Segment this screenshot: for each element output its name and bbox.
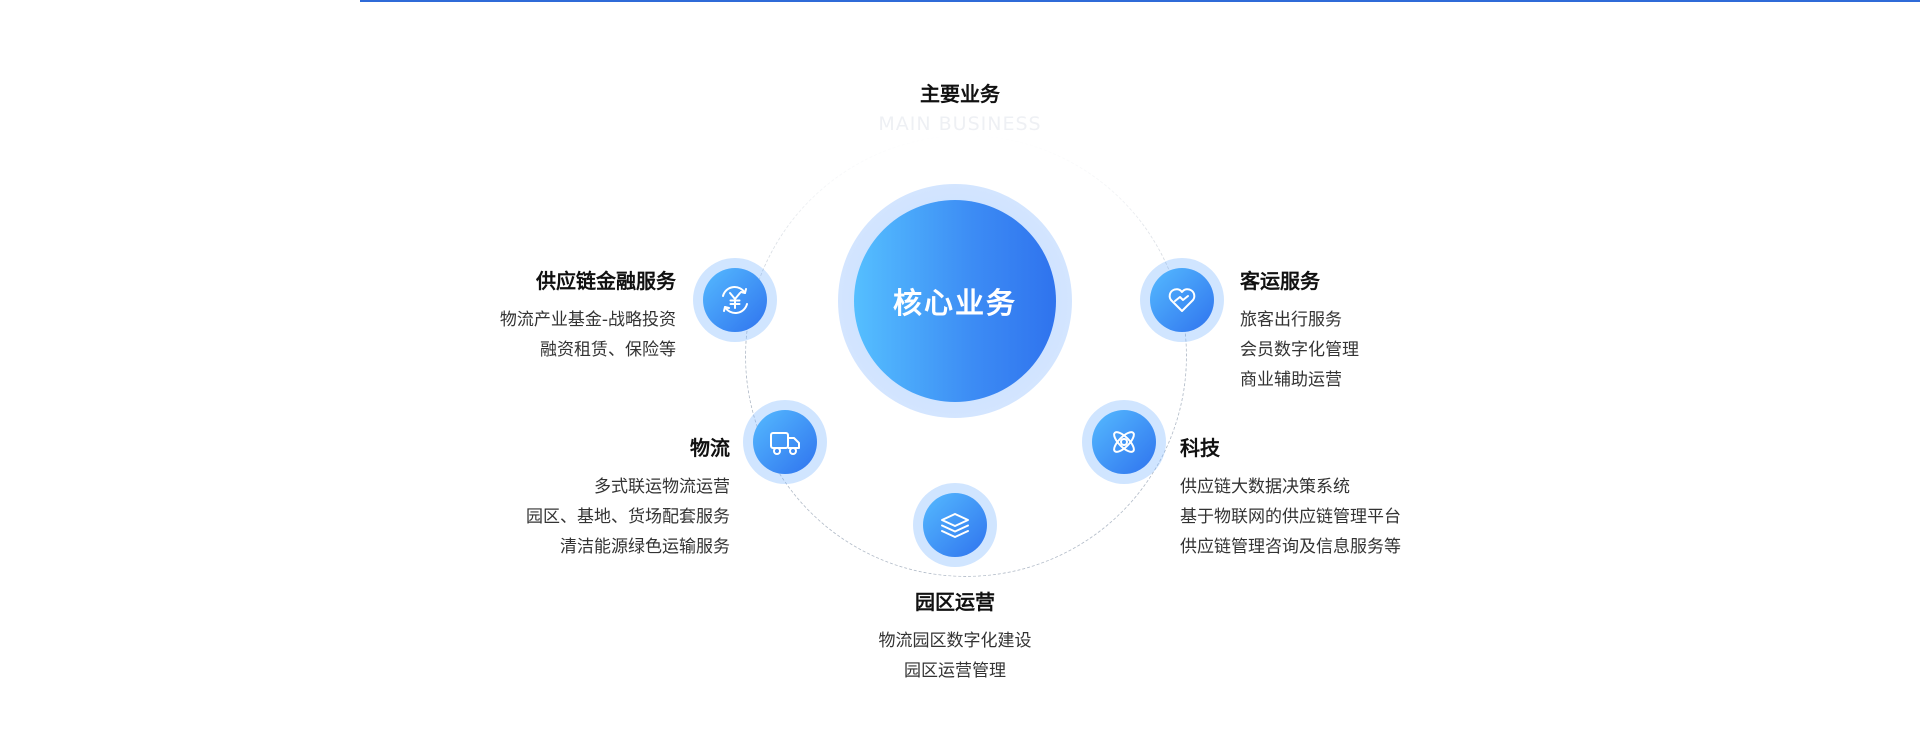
layers-icon [941, 513, 969, 538]
finance-line-1: 物流产业基金-战略投资 [499, 310, 676, 330]
logistics-title: 物流 [690, 436, 730, 460]
passenger-node[interactable] [1150, 268, 1214, 332]
finance-line-2: 融资租赁、保险等 [540, 340, 676, 360]
section-subtitle: MAIN BUSINESS [878, 113, 1042, 135]
tech-title: 科技 [1180, 436, 1220, 460]
finance-node[interactable] [703, 268, 767, 332]
passenger-service-block: 客运服务 旅客出行服务 会员数字化管理 商业辅助运营 [1240, 265, 1440, 395]
finance-title: 供应链金融服务 [536, 269, 676, 293]
park-service-block: 园区运营 物流园区数字化建设 园区运营管理 [840, 586, 1070, 686]
core-label: 核心业务 [892, 286, 1017, 320]
logistics-node[interactable] [753, 410, 817, 474]
yen-coin-icon [722, 286, 748, 314]
park-title: 园区运营 [915, 590, 995, 614]
tech-service-block: 科技 供应链大数据决策系统 基于物联网的供应链管理平台 供应链管理咨询及信息服务… [1180, 432, 1440, 562]
top-accent-bar [360, 0, 1920, 2]
logistics-service-block: 物流 多式联运物流运营 园区、基地、货场配套服务 清洁能源绿色运输服务 [480, 432, 730, 562]
logistics-line-1: 多式联运物流运营 [594, 477, 730, 497]
finance-service-block: 供应链金融服务 物流产业基金-战略投资 融资租赁、保险等 [470, 265, 676, 365]
section-title: 主要业务 [920, 82, 1000, 106]
tech-node[interactable] [1092, 410, 1156, 474]
tech-line-1: 供应链大数据决策系统 [1180, 477, 1350, 497]
passenger-title: 客运服务 [1240, 269, 1320, 293]
tech-line-2: 基于物联网的供应链管理平台 [1180, 507, 1401, 527]
heart-handshake-icon [1168, 288, 1196, 312]
orbit-ring [745, 135, 1187, 577]
core-circle: 核心业务 [854, 200, 1056, 402]
park-line-1: 物流园区数字化建设 [878, 631, 1032, 651]
park-line-2: 园区运营管理 [904, 661, 1006, 681]
passenger-line-3: 商业辅助运营 [1240, 370, 1342, 390]
truck-icon [770, 432, 800, 455]
tech-line-3: 供应链管理咨询及信息服务等 [1180, 537, 1401, 557]
atom-icon [1113, 431, 1135, 453]
logistics-line-2: 园区、基地、货场配套服务 [526, 507, 730, 527]
logistics-line-3: 清洁能源绿色运输服务 [560, 537, 730, 557]
passenger-line-1: 旅客出行服务 [1240, 310, 1342, 330]
passenger-line-2: 会员数字化管理 [1240, 340, 1359, 360]
park-node[interactable] [923, 493, 987, 557]
